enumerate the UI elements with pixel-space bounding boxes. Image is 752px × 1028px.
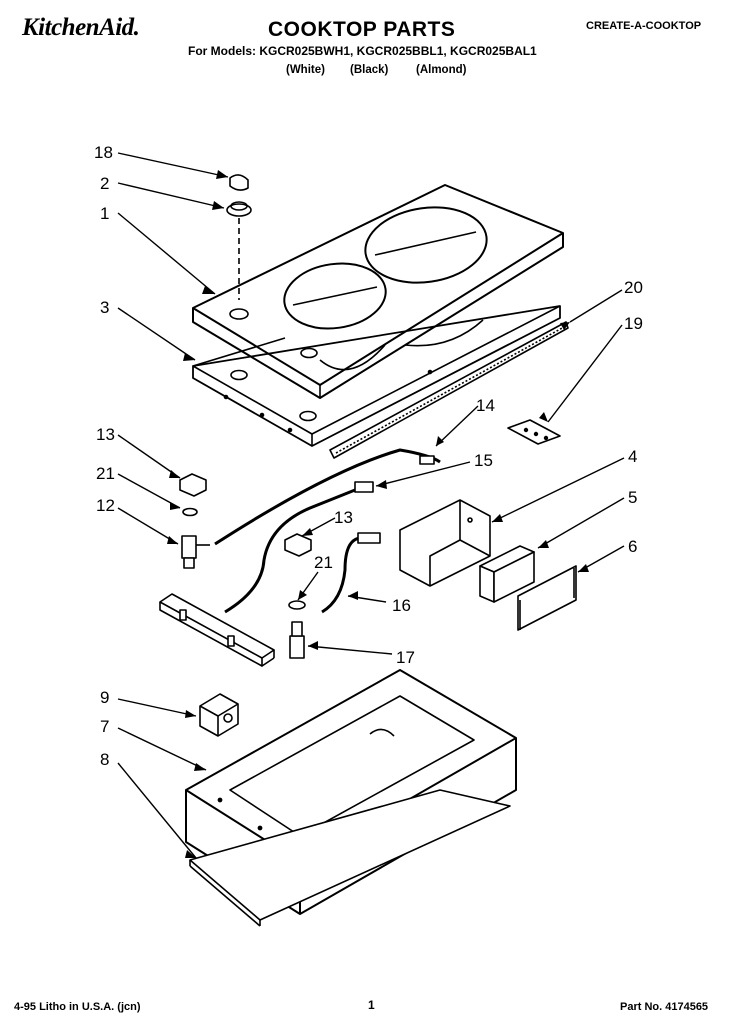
part-bottom-panel (189, 789, 511, 927)
part-gas-tube-long (214, 448, 441, 546)
page-number: 1 (368, 998, 375, 1012)
callout-9: 9 (100, 688, 110, 707)
part-junction-box (199, 693, 239, 737)
part-valve-center (284, 533, 312, 659)
part-base-pan (185, 669, 517, 915)
part-igniter-module (479, 545, 535, 603)
part-heat-shield (399, 499, 491, 587)
part-number: Part No. 4174565 (620, 1001, 709, 1013)
callout-13-left: 13 (96, 425, 115, 444)
callout-16: 16 (392, 596, 411, 615)
callout-21-center: 21 (314, 553, 333, 572)
brand-logo: KitchenAid. (22, 14, 140, 41)
callout-5: 5 (628, 488, 638, 507)
color-label-black: (Black) (350, 64, 389, 76)
callout-15: 15 (474, 451, 493, 470)
callout-13-center: 13 (334, 508, 353, 527)
callout-12: 12 (96, 496, 115, 515)
color-label-almond: (Almond) (416, 64, 467, 76)
callout-17: 17 (396, 648, 415, 667)
part-valve-left (179, 473, 210, 569)
part-bracket (507, 419, 561, 445)
callout-2: 2 (100, 174, 110, 193)
series-label: CREATE-A-COOKTOP (586, 20, 702, 32)
callout-leaders (117, 152, 625, 859)
color-label-white: (White) (286, 64, 325, 76)
callout-19: 19 (624, 314, 643, 333)
part-cover-plate (517, 565, 577, 631)
callout-18: 18 (94, 143, 113, 162)
part-cooktop-top (192, 184, 564, 399)
leader-arrowheads (167, 170, 589, 858)
callout-1: 1 (100, 204, 110, 223)
part-knob-bezel (226, 174, 252, 300)
callout-8: 8 (100, 750, 110, 769)
callout-7: 7 (100, 717, 110, 736)
callout-3: 3 (100, 298, 110, 317)
callout-6: 6 (628, 537, 638, 556)
model-list: For Models: KGCR025BWH1, KGCR025BBL1, KG… (188, 44, 537, 58)
page-title: COOKTOP PARTS (268, 18, 456, 41)
callout-14: 14 (476, 396, 495, 415)
part-burner-box (192, 305, 561, 447)
part-manifold-tube (224, 481, 374, 614)
callout-4: 4 (628, 447, 638, 466)
part-gas-tube-short (321, 532, 381, 614)
part-trim-strip (329, 321, 569, 459)
callout-21-left: 21 (96, 464, 115, 483)
footer-print-info: 4-95 Litho in U.S.A. (jcn) (14, 1001, 141, 1013)
callout-20: 20 (624, 278, 643, 297)
part-manifold-rail (159, 593, 275, 667)
